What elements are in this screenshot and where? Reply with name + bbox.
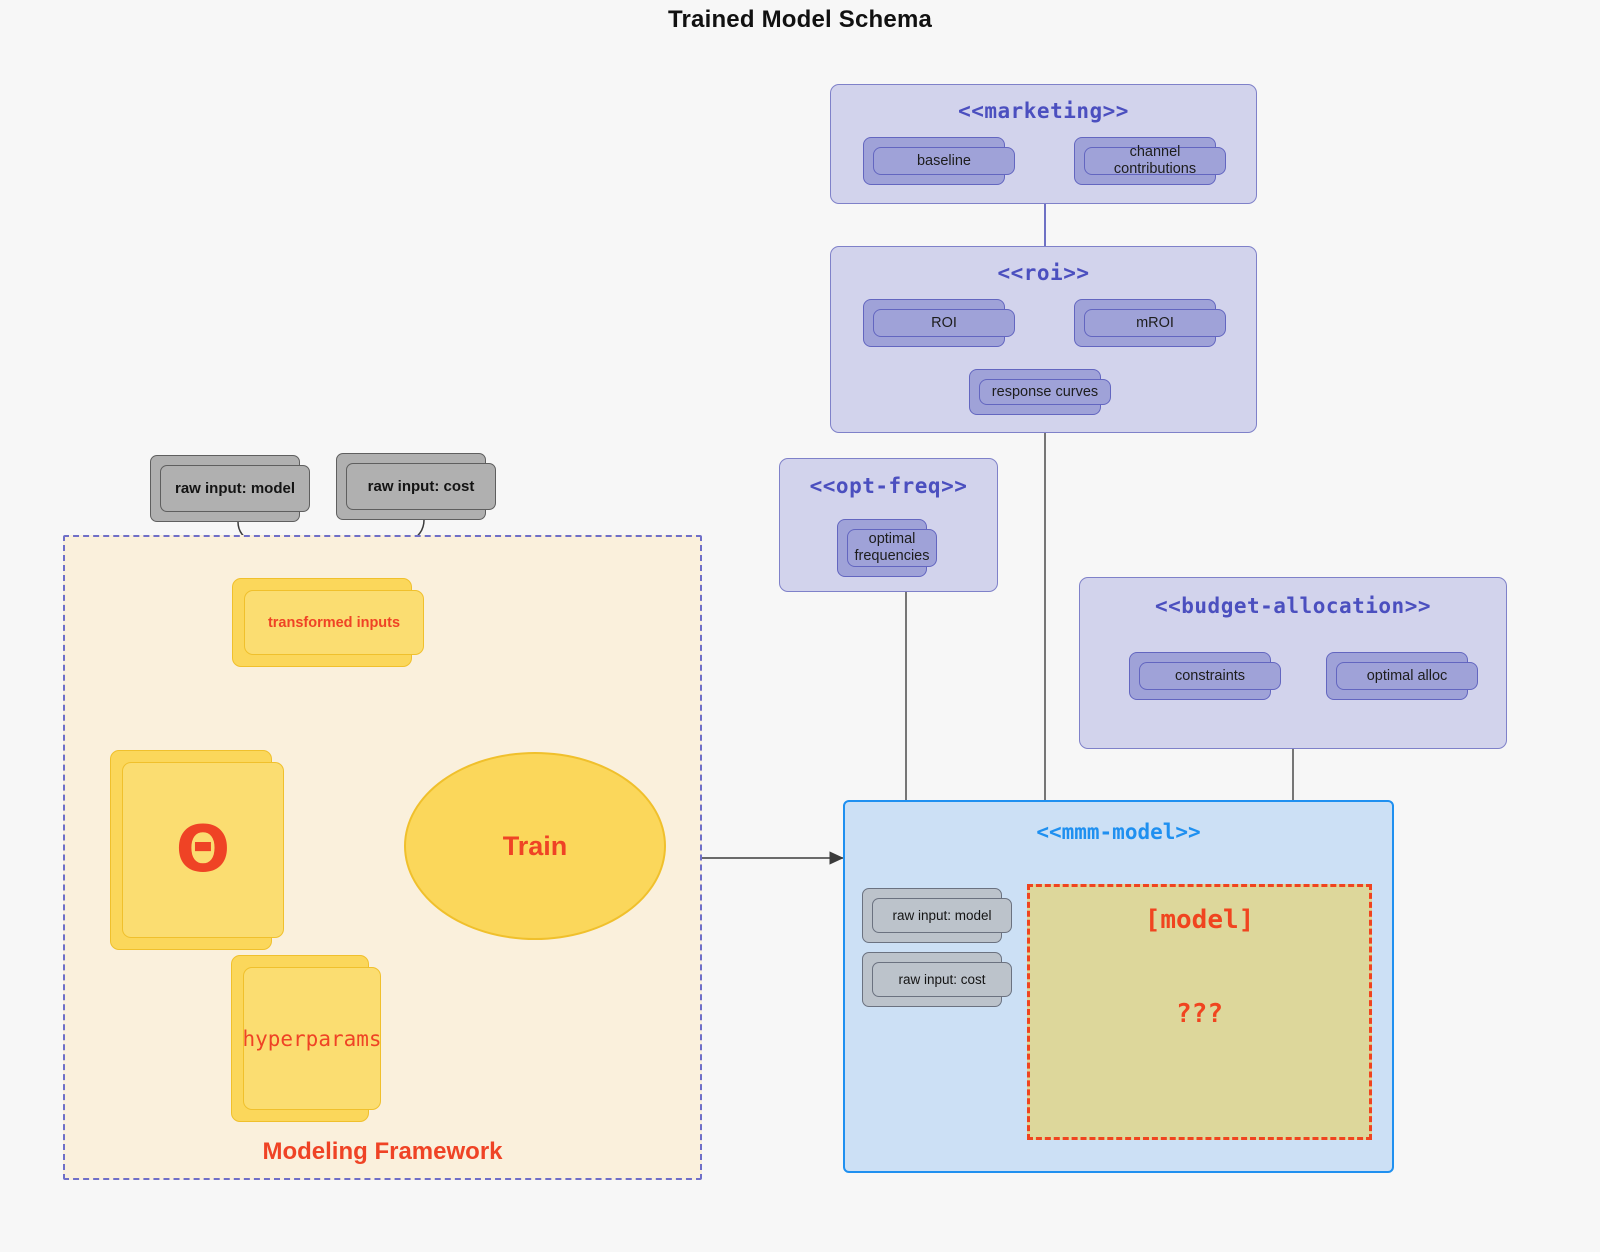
component-optimal-alloc[interactable]: optimal alloc: [1326, 652, 1478, 700]
component-channel-contributions[interactable]: channel contributions: [1074, 137, 1226, 185]
package-opt-freq[interactable]: <<opt-freq>> optimal frequencies: [779, 458, 998, 592]
package-roi-title: <<roi>>: [997, 261, 1090, 285]
activity-train[interactable]: Train: [404, 752, 666, 940]
mmm-raw-input-model-box[interactable]: raw input: model: [862, 888, 1012, 943]
raw-input-cost-label: raw input: cost: [346, 463, 496, 510]
model-placeholder-box[interactable]: [model] ???: [1027, 884, 1372, 1140]
component-optimal-frequencies[interactable]: optimal frequencies: [837, 519, 937, 577]
component-roi-label: ROI: [873, 309, 1015, 337]
node-hyperparams[interactable]: hyperparams: [231, 955, 382, 1122]
modeling-framework-label: Modeling Framework: [262, 1138, 503, 1165]
package-marketing[interactable]: <<marketing>> baseline channel contribut…: [830, 84, 1257, 204]
model-placeholder-title: [model]: [1144, 905, 1255, 935]
component-optimal-frequencies-label: optimal frequencies: [847, 529, 937, 567]
package-opt-freq-title: <<opt-freq>>: [809, 474, 968, 498]
node-hyperparams-label: hyperparams: [242, 967, 382, 1110]
node-theta-label: Θ: [122, 762, 284, 938]
raw-input-model-label: raw input: model: [160, 465, 310, 512]
mmm-raw-input-model-label: raw input: model: [872, 898, 1012, 933]
mmm-raw-input-cost-box[interactable]: raw input: cost: [862, 952, 1012, 1007]
activity-train-label: Train: [502, 830, 568, 861]
node-transformed-inputs[interactable]: transformed inputs: [232, 578, 424, 667]
component-mroi[interactable]: mROI: [1074, 299, 1226, 347]
component-baseline[interactable]: baseline: [863, 137, 1015, 185]
mmm-raw-input-cost-label: raw input: cost: [872, 962, 1012, 997]
package-roi[interactable]: <<roi>> ROI mROI response curves: [830, 246, 1257, 433]
component-response-curves[interactable]: response curves: [969, 369, 1111, 415]
component-response-curves-label: response curves: [979, 379, 1111, 405]
component-baseline-label: baseline: [873, 147, 1015, 175]
component-mroi-label: mROI: [1084, 309, 1226, 337]
package-budget-allocation[interactable]: <<budget-allocation>> constraints optima…: [1079, 577, 1507, 749]
component-optimal-alloc-label: optimal alloc: [1336, 662, 1478, 690]
package-mmm-model[interactable]: <<mmm-model>> raw input: model raw input…: [843, 800, 1394, 1173]
component-channel-contributions-label: channel contributions: [1084, 144, 1226, 177]
raw-input-model-box[interactable]: raw input: model: [150, 455, 310, 522]
component-roi[interactable]: ROI: [863, 299, 1015, 347]
node-theta[interactable]: Θ: [110, 750, 284, 950]
component-constraints[interactable]: constraints: [1129, 652, 1281, 700]
raw-input-cost-box[interactable]: raw input: cost: [336, 453, 496, 520]
component-constraints-label: constraints: [1139, 662, 1281, 690]
node-transformed-inputs-label: transformed inputs: [244, 590, 424, 655]
package-budget-allocation-title: <<budget-allocation>>: [1154, 594, 1431, 618]
package-marketing-title: <<marketing>>: [958, 99, 1129, 123]
package-mmm-model-title: <<mmm-model>>: [1036, 820, 1201, 844]
model-placeholder-unknown: ???: [1176, 999, 1223, 1029]
page-title: Trained Model Schema: [667, 6, 933, 33]
